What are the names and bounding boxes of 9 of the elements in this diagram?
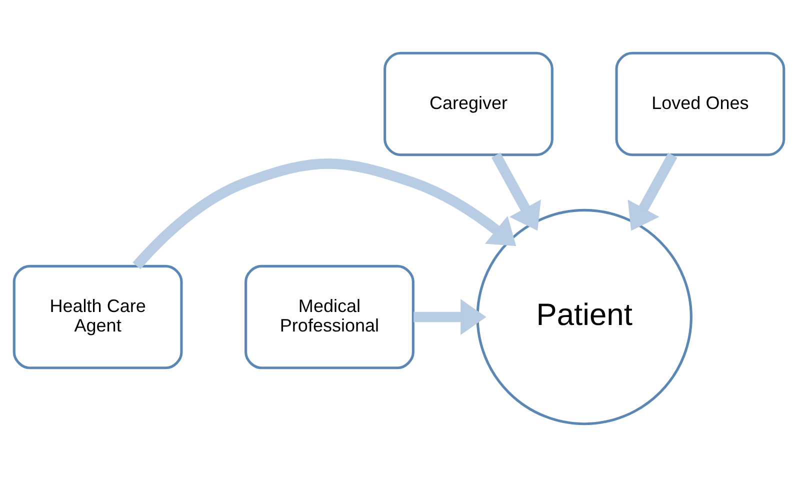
- node-circle: Patient: [476, 208, 692, 426]
- arrow: [132, 158, 516, 270]
- arrow: [414, 299, 486, 336]
- node-box: Loved Ones: [615, 52, 786, 156]
- arrow: [628, 152, 678, 231]
- node-box: Health Care Agent: [12, 264, 183, 370]
- node-box: Medical Professional: [244, 264, 414, 370]
- arrow: [491, 152, 541, 231]
- node-box: Caregiver: [384, 52, 554, 156]
